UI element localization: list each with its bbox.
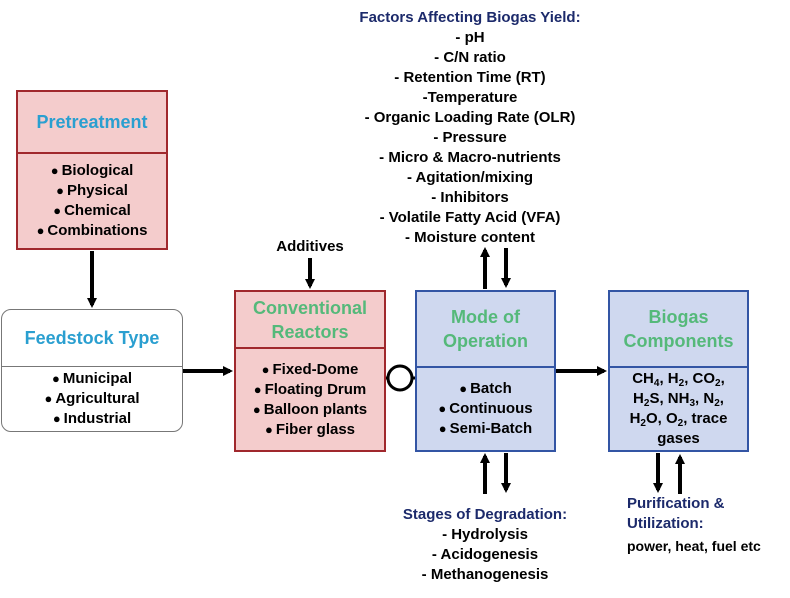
- list-item: ●Agricultural: [44, 390, 140, 407]
- stage-item: - Acidogenesis: [431, 546, 539, 563]
- components-line: H2S, NH3, N2,: [633, 390, 724, 409]
- factor-item: - C/N ratio: [434, 49, 506, 66]
- list-item: ●Industrial: [52, 410, 132, 427]
- factor-item: - Moisture content: [405, 229, 535, 246]
- stage-item: - Hydrolysis: [442, 526, 528, 543]
- list-item: ●Biological: [50, 162, 134, 179]
- list-item: ●Fiber glass: [264, 420, 356, 438]
- components-line: CH4, H2, CO2,: [632, 370, 725, 389]
- stage-item: - Methanogenesis: [421, 566, 549, 583]
- pretreatment-title: Pretreatment: [36, 111, 148, 132]
- factor-item: - Micro & Macro-nutrients: [379, 149, 561, 166]
- components-box: Biogas Components CH4, H2, CO2, H2S, NH3…: [608, 290, 749, 452]
- feedstock-box: Feedstock Type ●Municipal ●Agricultural …: [1, 309, 183, 432]
- factors-block: Factors Affecting Biogas Yield: - pH - C…: [320, 8, 620, 248]
- list-item: ●Batch: [459, 380, 512, 397]
- purification-title-line1: Purification &: [627, 495, 725, 512]
- factor-item: - Inhibitors: [431, 189, 509, 206]
- list-item: ●Municipal: [51, 370, 133, 387]
- purification-block: Purification & Utilization: power, heat,…: [627, 494, 787, 556]
- factor-item: - Agitation/mixing: [406, 169, 534, 186]
- pretreatment-box: Pretreatment ●Biological ●Physical ●Chem…: [16, 90, 168, 250]
- additives-label: Additives: [276, 238, 344, 255]
- components-line: H2O, O2, trace: [629, 410, 728, 429]
- list-item: ●Combinations: [36, 222, 148, 239]
- factor-item: - Pressure: [433, 129, 507, 146]
- junction-circle: [386, 364, 414, 392]
- list-item: ●Balloon plants: [252, 400, 368, 418]
- operation-title-line1: Mode of: [451, 307, 520, 327]
- factor-item: - Retention Time (RT): [394, 69, 546, 86]
- list-item: ●Floating Drum: [253, 380, 367, 398]
- factor-item: - pH: [455, 29, 485, 46]
- reactors-title-line2: Reactors: [271, 321, 349, 342]
- components-title-line2: Components: [623, 331, 734, 351]
- components-line: gases: [657, 430, 700, 447]
- factor-item: - Volatile Fatty Acid (VFA): [379, 209, 561, 226]
- stages-title: Stages of Degradation:: [402, 506, 568, 523]
- operation-title-line2: Operation: [442, 331, 528, 351]
- stages-block: Stages of Degradation: - Hydrolysis - Ac…: [385, 505, 585, 585]
- purification-title-line2: Utilization:: [627, 515, 704, 532]
- list-item: ●Physical: [56, 182, 128, 199]
- reactors-title-line1: Conventional: [252, 297, 367, 318]
- list-item: ●Chemical: [53, 202, 131, 219]
- operation-box: Mode of Operation ●Batch ●Continuous ●Se…: [415, 290, 556, 452]
- factors-title: Factors Affecting Biogas Yield:: [359, 9, 581, 26]
- reactors-box: Conventional Reactors ●Fixed-Dome ●Float…: [234, 290, 386, 452]
- purification-uses: power, heat, fuel etc: [627, 538, 761, 554]
- list-item: ●Semi-Batch: [438, 420, 533, 437]
- feedstock-title: Feedstock Type: [24, 327, 160, 348]
- factor-item: - Organic Loading Rate (OLR): [364, 109, 576, 126]
- factor-item: -Temperature: [422, 89, 518, 106]
- list-item: ●Continuous: [438, 400, 533, 417]
- list-item: ●Fixed-Dome: [261, 360, 359, 378]
- components-title-line1: Biogas: [648, 307, 709, 327]
